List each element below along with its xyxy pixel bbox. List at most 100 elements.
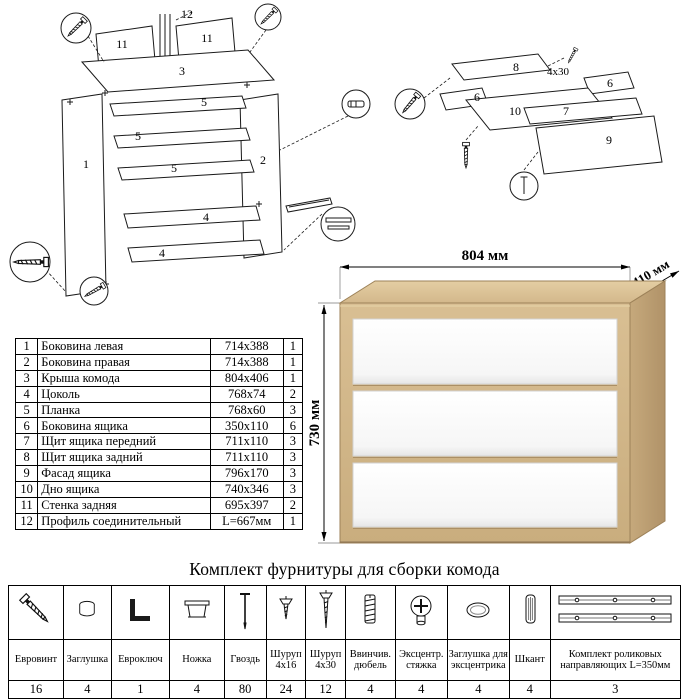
drawer-fronts [352,318,618,529]
hardware-kit-title: Комплект фурнитуры для сборки комода [189,559,500,579]
hardware-qty: 12 [305,680,346,699]
part-5-plank-shape [109,95,247,117]
part-name: Боковина правая [37,353,211,371]
parts-row: 1 Боковина левая 714х388 1 [14,338,304,355]
roller-guides-icon [558,595,672,623]
part-4-plinth-shape [127,239,265,263]
part-size: L=667мм [209,512,284,530]
label-part-9: 9 [606,133,612,147]
part-8-back-shape [451,53,551,81]
drawer-part-labels: 8 4х30 6 6 10 7 9 [474,60,613,147]
hardware-name: Шуруп 4х30 [305,639,346,681]
hardware-icon-cell [265,585,307,640]
hardware-name: Шкант [508,639,551,681]
part-number: 3 [14,369,39,387]
part-name: Боковина ящика [37,417,211,435]
hardware-qty: 4 [508,680,551,699]
exploded-diagram-carcass: 12 11 11 3 1 2 5 5 5 4 4 [9,3,371,306]
part-qty: 3 [282,401,304,419]
part-12-profile-shape [159,14,171,62]
slide-rail-glyph [325,217,352,230]
hole-cross-marks [67,82,262,287]
parts-row: 2 Боковина правая 714х388 1 [14,353,304,371]
part-3-top-shape [80,49,276,93]
parts-row: 10 Дно ящика 740х346 3 [14,481,304,498]
part-size: 768х74 [209,385,284,403]
hardware-name: Комплект роликовых направляющих L=350мм [549,639,682,681]
part-qty: 1 [282,512,304,530]
part-qty: 2 [282,496,304,514]
hardware-icon-cell [344,585,396,640]
hardware-qty: 16 [8,680,64,699]
label-part-5: 5 [171,161,177,175]
part-name: Фасад ящика [37,465,211,483]
hardware-names-row: Евровинт Заглушка Евроключ Ножка Гвоздь … [8,639,682,681]
label-part-4: 4 [203,210,209,224]
hardware-name: Евровинт [8,639,64,681]
part-name: Щит ящика передний [37,433,211,451]
part-name: Дно ящика [37,481,211,498]
hardware-icon-cell [549,585,682,640]
leader-lines [423,57,565,171]
part-number: 11 [14,496,39,514]
leg-icon [184,600,210,618]
label-part-8: 8 [513,60,519,74]
label-part-4: 4 [159,246,165,260]
part-qty: 1 [282,369,304,387]
part-number: 7 [14,433,39,451]
part-qty: 3 [282,449,304,467]
label-part-6: 6 [607,76,613,90]
parts-row: 5 Планка 768х60 3 [14,401,304,419]
drawer-front [352,318,618,385]
part-number: 2 [14,353,39,371]
hardware-icon-cell [168,585,225,640]
part-size: 350х110 [209,417,284,435]
part-qty: 3 [282,433,304,451]
plug-icon [79,600,96,617]
screw-small-icon [279,596,293,620]
hardware-qty: 24 [265,680,307,699]
dim-width-label: 804 мм [462,248,509,264]
label-part-5: 5 [135,129,141,143]
parts-row: 9 Фасад ящика 796х170 3 [14,465,304,483]
hardware-icon-cell [110,585,170,640]
hardware-qty: 4 [344,680,396,699]
part-size: 714х388 [209,353,284,371]
hardware-name: Эксцентр. стяжка [394,639,448,681]
part-name: Боковина левая [37,338,211,355]
label-screws-4x30: 4х30 [547,66,570,78]
part-size: 711х110 [209,433,284,451]
part-size: 695х397 [209,496,284,514]
part-qty: 1 [282,338,304,355]
label-part-5: 5 [201,95,207,109]
screw-large-icon [318,590,333,629]
part-9-facade-shape [535,115,663,175]
wood-dowel-icon [525,594,536,624]
hardware-name: Ввинчив. дюбель [344,639,396,681]
parts-row: 6 Боковина ящика 350х110 6 [14,417,304,435]
part-qty: 3 [282,481,304,498]
label-part-1: 1 [83,157,89,171]
hardware-icon-cell [62,585,112,640]
hexkey-icon [130,599,151,621]
hardware-qty: 4 [62,680,112,699]
hardware-qty: 4 [394,680,448,699]
parts-row: 4 Цоколь 768х74 2 [14,385,304,403]
hardware-qty: 1 [110,680,170,699]
nail-glyph [520,176,528,194]
label-part-6: 6 [474,90,480,104]
hardware-qty: 80 [223,680,267,699]
part-name: Стенка задняя [37,496,211,514]
part-5-plank-shape [117,159,255,181]
part-2-side-shape [239,93,283,259]
hardware-icons-row [8,585,682,640]
hardware-name: Шуруп 4х16 [265,639,307,681]
hardware-name: Евроключ [110,639,170,681]
part-5-plank-shape [113,127,251,149]
dim-height-label: 730 мм [307,400,323,447]
parts-row: 11 Стенка задняя 695х397 2 [14,496,304,514]
part-name: Крыша комода [37,369,211,387]
hardware-qty: 3 [549,680,682,699]
part-number: 5 [14,401,39,419]
